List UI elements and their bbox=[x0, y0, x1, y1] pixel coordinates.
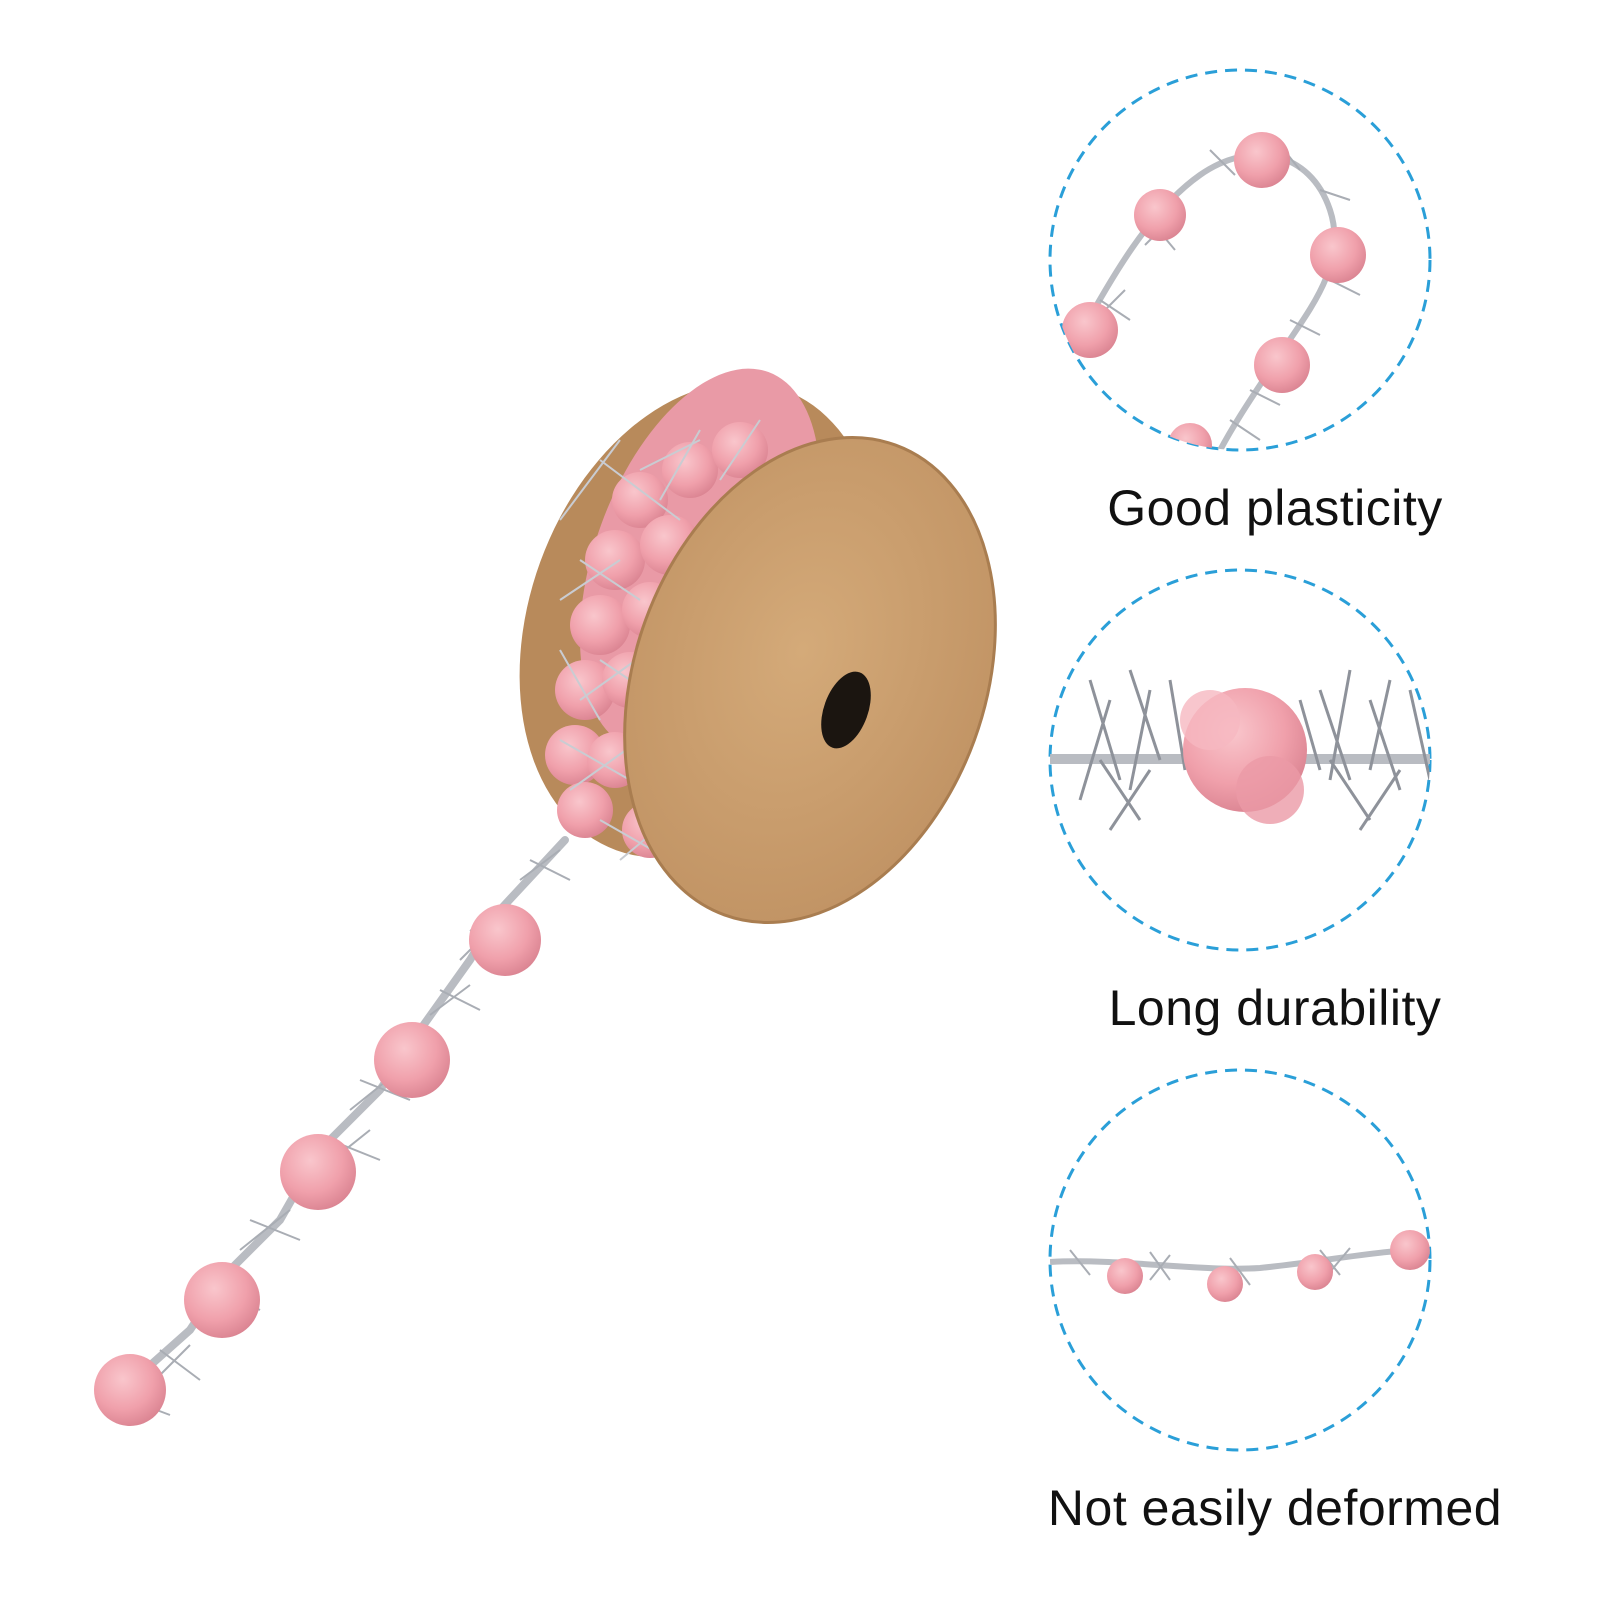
hanging-pompom-trim bbox=[94, 836, 571, 1426]
detail-circle-durability bbox=[1048, 568, 1432, 952]
detail-circle-not-deformed bbox=[1048, 1068, 1432, 1452]
feature-label-not-deformed: Not easily deformed bbox=[1047, 1480, 1503, 1536]
feature-label-durability: Long durability bbox=[1108, 980, 1442, 1036]
feature-label-plasticity: Good plasticity bbox=[1107, 480, 1443, 536]
detail-circle-plasticity bbox=[1048, 68, 1432, 452]
ribbon-spool bbox=[519, 368, 997, 924]
